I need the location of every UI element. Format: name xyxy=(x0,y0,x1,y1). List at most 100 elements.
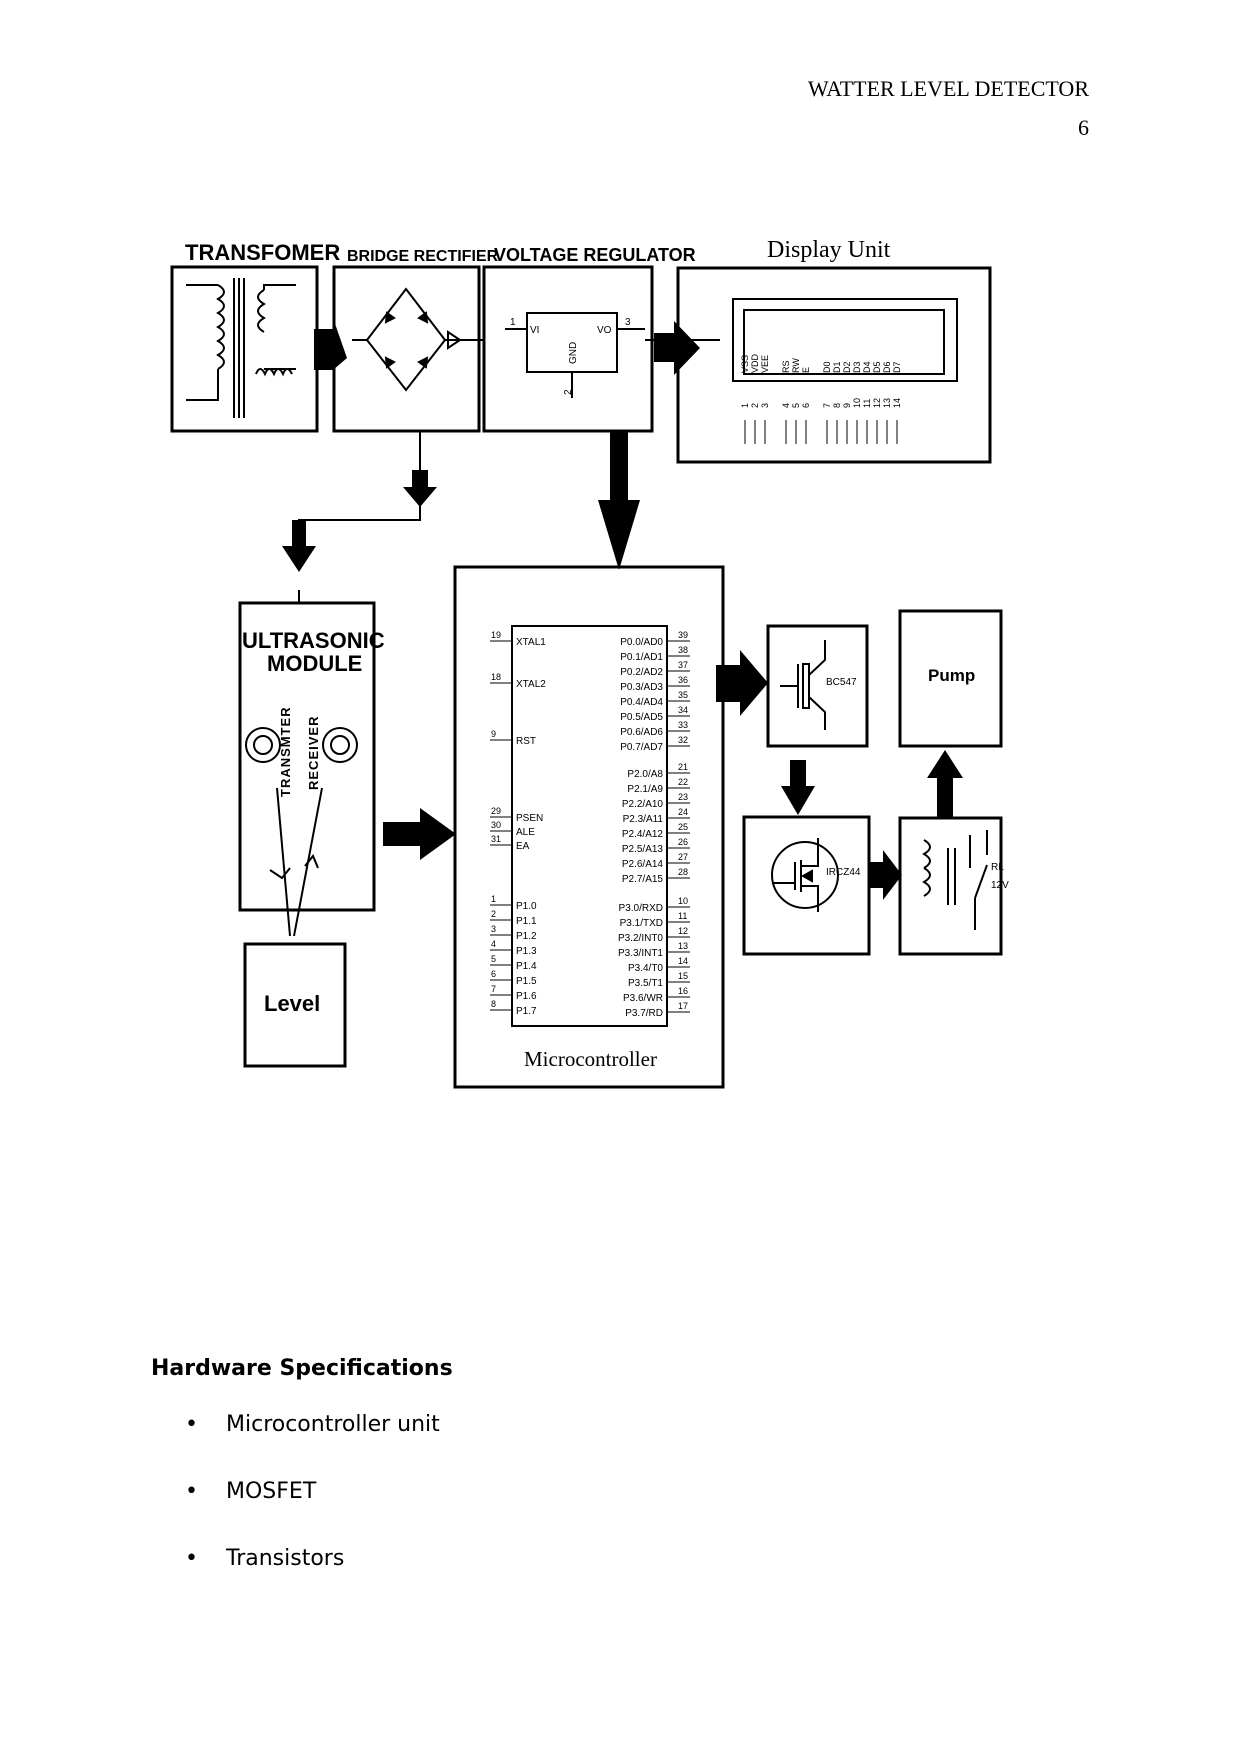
mcu-pin-name: P3.3/INT1 xyxy=(618,948,663,959)
mosfet-label: IRCZ44 xyxy=(826,867,861,878)
mcu-pin-number: 16 xyxy=(678,986,688,996)
mcu-pin-name: P2.6/A14 xyxy=(622,859,664,870)
spec-text: MOSFET xyxy=(226,1479,317,1504)
mcu-pin-number: 21 xyxy=(678,762,688,772)
bullet-icon: • xyxy=(185,1546,198,1571)
relay-icon xyxy=(922,830,988,930)
mcu-pin-number: 22 xyxy=(678,777,688,787)
lcd-pin-number: 13 xyxy=(882,398,892,408)
mcu-pin-number: 6 xyxy=(491,969,496,979)
mcu-chip-icon xyxy=(511,625,668,1027)
lcd-pin-name: VDD xyxy=(750,353,760,373)
lcd-pin-name: RW xyxy=(791,358,801,373)
mcu-pin-name: ALE xyxy=(516,827,535,838)
arrow-regulator-to-mcu xyxy=(598,431,640,570)
mcu-pin-name: P2.3/A11 xyxy=(623,814,664,825)
mcu-pin-number: 14 xyxy=(678,956,688,966)
lcd-pin-name: D1 xyxy=(832,361,842,373)
mcu-pin-number: 33 xyxy=(678,720,688,730)
mcu-pin-number: 10 xyxy=(678,896,688,906)
mcu-pin-name: P2.4/A12 xyxy=(622,829,664,840)
mcu-pin-number: 11 xyxy=(678,911,687,921)
mcu-pin-number: 19 xyxy=(491,630,501,640)
spec-text: Transistors xyxy=(226,1546,345,1571)
level-box xyxy=(243,942,347,1068)
mcu-pin-number: 37 xyxy=(678,660,688,670)
vr-pin-3: 3 xyxy=(625,317,631,328)
arrow-mosfet-to-relay xyxy=(870,850,902,900)
mcu-pin-name: P0.4/AD4 xyxy=(620,697,663,708)
lcd-pin-number: 3 xyxy=(760,403,770,408)
mcu-pin-name: P1.3 xyxy=(516,946,537,957)
mcu-pin-name: P3.4/T0 xyxy=(628,963,663,974)
ultrasonic-module-box xyxy=(238,601,376,912)
running-header-title: WATTER LEVEL DETECTOR xyxy=(807,76,1089,101)
mcu-pin-name: P0.3/AD3 xyxy=(620,682,663,693)
lcd-pin-name: D0 xyxy=(822,361,832,373)
lcd-pin-number: 6 xyxy=(801,403,811,408)
lcd-pin-number: 1 xyxy=(740,403,750,408)
vr-pin-2: 2 xyxy=(563,389,574,395)
pump-box xyxy=(898,609,1003,748)
mcu-pin-name: PSEN xyxy=(516,813,543,824)
mcu-pin-number: 3 xyxy=(491,924,496,934)
mcu-pin-number: 5 xyxy=(491,954,496,964)
mcu-pin-number: 39 xyxy=(678,630,688,640)
mcu-pin-number: 32 xyxy=(678,735,688,745)
receiver-label: RECEIVER xyxy=(306,716,321,790)
mcu-pin-number: 2 xyxy=(491,909,496,919)
lcd-pin-number: 8 xyxy=(832,403,842,408)
mcu-pin-name: P3.6/WR xyxy=(623,993,663,1004)
lcd-pin-name: E xyxy=(801,367,811,373)
microcontroller-box xyxy=(453,565,725,1089)
spec-item: • Transistors xyxy=(151,1544,440,1611)
mcu-pin-number: 17 xyxy=(678,1001,688,1011)
mcu-pin-name: P3.1/TXD xyxy=(620,918,663,929)
section-title: Hardware Specifications xyxy=(151,1356,453,1381)
mcu-pin-number: 29 xyxy=(491,806,501,816)
spec-item: •MOSFET xyxy=(151,1477,440,1544)
voltage-regulator-label: VOLTAGE REGULATOR xyxy=(494,245,696,265)
lcd-pin-name: D3 xyxy=(852,361,862,373)
lcd-pin-name: VEE xyxy=(760,355,770,373)
mcu-pin-number: 31 xyxy=(491,834,501,844)
arrow-ultrasonic-to-mcu xyxy=(383,808,456,860)
lcd-pin-name: D6 xyxy=(882,361,892,373)
vr-pin-1: 1 xyxy=(510,317,516,328)
lcd-pin-number: 4 xyxy=(781,403,791,408)
mosfet-icon xyxy=(771,838,839,912)
bridge-rectifier-box xyxy=(332,265,481,433)
flow-arrows xyxy=(282,318,963,900)
mcu-pin-name: P2.2/A10 xyxy=(622,799,664,810)
mcu-pin-name: P1.0 xyxy=(516,901,537,912)
lcd-pin-name: D7 xyxy=(892,361,902,373)
mcu-pin-name: P3.7/RD xyxy=(625,1008,663,1019)
transistor-icon xyxy=(780,640,826,730)
transformer-label: TRANSFOMER xyxy=(185,240,340,265)
lcd-pin-name: D4 xyxy=(862,361,872,373)
mcu-pin-number: 26 xyxy=(678,837,688,847)
mcu-pin-number: 36 xyxy=(678,675,688,685)
arrow-transistor-to-mosfet xyxy=(781,760,815,815)
mcu-pin-name: P1.7 xyxy=(516,1006,537,1017)
lcd-screen-icon xyxy=(732,298,958,382)
mcu-pin-name: P1.4 xyxy=(516,961,537,972)
arrow-transformer-to-rectifier xyxy=(314,318,347,370)
mcu-pin-name: P2.0/A8 xyxy=(627,769,663,780)
mcu-pin-name: P2.7/A15 xyxy=(622,874,664,885)
mcu-pin-name: RST xyxy=(516,736,536,747)
relay-label: RL xyxy=(991,862,1004,873)
mcu-pin-number: 1 xyxy=(491,894,496,904)
mcu-pin-number: 30 xyxy=(491,820,501,830)
mcu-pin-name: P1.5 xyxy=(516,976,537,987)
mcu-pin-number: 38 xyxy=(678,645,688,655)
mcu-pin-number: 4 xyxy=(491,939,496,949)
arrow-regulator-to-display xyxy=(654,321,700,375)
mcu-pin-name: P2.1/A9 xyxy=(627,784,663,795)
ultrasonic-sensor-icon xyxy=(245,727,358,937)
relay-box xyxy=(898,816,1003,956)
mcu-pin-group: 19XTAL118XTAL29RST29PSEN30ALE31EA1P1.02P… xyxy=(490,630,690,1019)
mcu-pin-name: P1.6 xyxy=(516,991,537,1002)
mcu-pin-name: XTAL2 xyxy=(516,679,546,690)
